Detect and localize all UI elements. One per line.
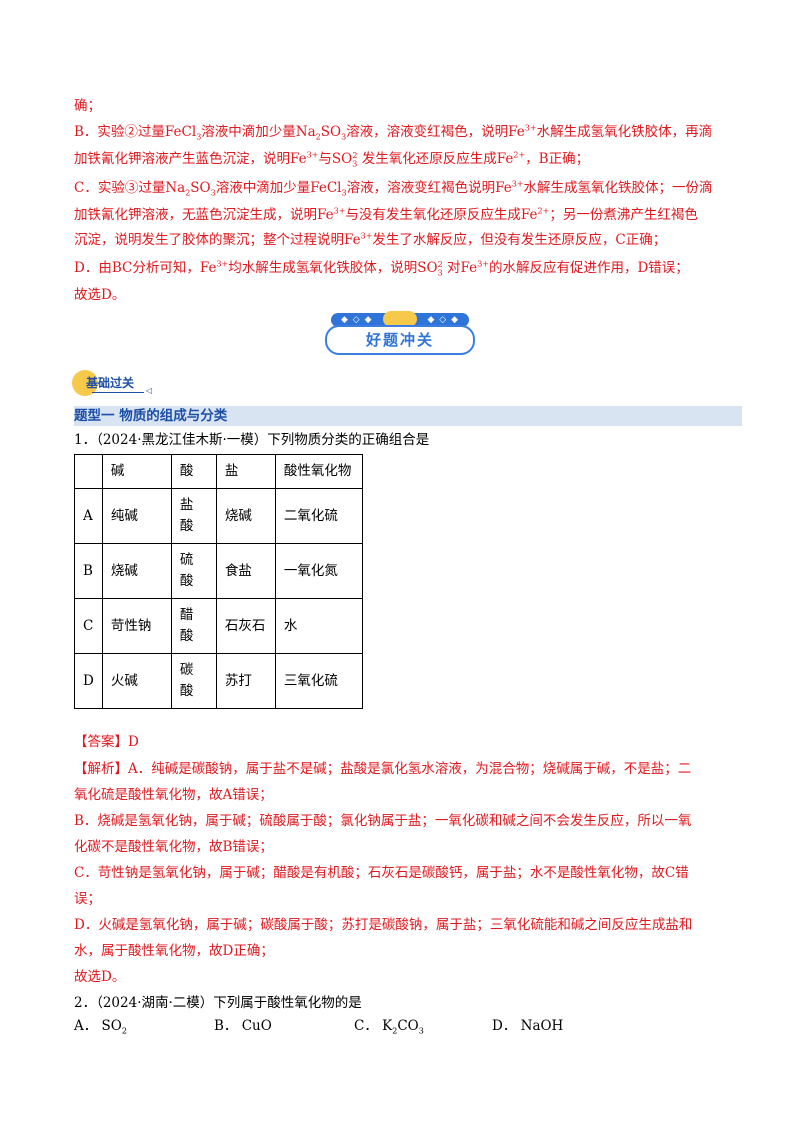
table-cell: 食盐 (215, 543, 276, 599)
q1-analysis-a-line2: 氧化硫是酸性氧化物，故A错误； (74, 787, 273, 803)
table-cell: 烧碱 (101, 543, 172, 599)
sub-badge-arrow-icon: ◁ (146, 386, 153, 395)
table-cell: 一氧化氮 (274, 543, 363, 599)
table-row: C 苛性钠 醋 酸 石灰石 水 (74, 598, 363, 654)
q1-analysis-conclusion: 故选D。 (74, 969, 126, 985)
analysis-option-b-line1: B．实验②过量FeCl3溶液中滴加少量Na2SO3溶液，溶液变红褐色，说明Fe3… (74, 123, 713, 142)
table-cell: 酸性氧化物 (274, 454, 363, 489)
question-type-header: 题型一 物质的组成与分类 (74, 406, 742, 426)
q2-option-c[interactable]: C． K2CO3 (354, 1018, 424, 1036)
q2-option-d[interactable]: D． NaOH (492, 1018, 564, 1034)
table-header-row: 碱 酸 盐 酸性氧化物 (74, 454, 363, 489)
sub-badge-underline (92, 392, 144, 393)
analysis-label: 【解析】 (74, 761, 128, 777)
table-cell: 火碱 (101, 653, 172, 709)
table-cell: B (74, 543, 103, 599)
q1-answer: 【答案】D (74, 734, 139, 750)
badge-sun-icon (383, 311, 417, 327)
section-badge: ◆ ◇ ◆ ◆ ◇ ◆ 好题冲关 (325, 311, 475, 355)
q1-options-table: 碱 酸 盐 酸性氧化物 A 纯碱 盐 酸 烧碱 二氧化硫 B 烧碱 硫 酸 食盐… (74, 454, 363, 709)
analysis-option-d-line1: D．由BC分析可知，Fe3+均水解生成氢氧化铁胶体，说明SO32 对Fe3+的水… (74, 259, 689, 278)
table-cell: 苛性钠 (101, 598, 172, 654)
table-cell: 苏打 (215, 653, 276, 709)
q1-analysis-b-line2: 化碳不是酸性氧化物，故B错误； (74, 839, 273, 855)
section-badge-label: 好题冲关 (325, 325, 475, 355)
table-cell: 酸 (170, 454, 217, 489)
table-cell: 纯碱 (101, 488, 172, 544)
table-cell: A (74, 488, 103, 544)
table-cell: 石灰石 (215, 598, 276, 654)
table-cell: 三氧化硫 (274, 653, 363, 709)
q2-stem: 2．（2024·湖南·二模）下列属于酸性氧化物的是 (74, 995, 362, 1011)
table-cell (74, 454, 103, 489)
table-cell: 醋 酸 (170, 598, 217, 654)
table-cell: D (74, 653, 103, 709)
analysis-option-c-line3: 沉淀，说明发生了胶体的聚沉；整个过程说明Fe3+发生了水解反应，但没有发生还原反… (74, 231, 667, 248)
table-cell: 水 (274, 598, 363, 654)
table-cell: 硫 酸 (170, 543, 217, 599)
analysis-conclusion: 故选D。 (74, 287, 126, 303)
sub-badge-label: 基础过关 (86, 376, 135, 390)
q1-analysis-c-line2: 误； (74, 891, 101, 907)
analysis-option-c-line2: 加铁氰化钾溶液，无蓝色沉淀生成，说明Fe3+与没有发生氧化还原反应生成Fe2+；… (74, 206, 698, 223)
table-row: D 火碱 碳 酸 苏打 三氧化硫 (74, 653, 363, 709)
sub-section-badge: 基础过关 ◁ (72, 370, 162, 398)
table-cell: C (74, 598, 103, 654)
q1-analysis-b-line1: B．烧碱是氢氧化钠，属于碱；硫酸属于酸；氯化钠属于盐；一氧化碳和碱之间不会发生反… (74, 813, 692, 829)
sub-badge-sun-icon (72, 370, 98, 396)
q2-option-a[interactable]: A． SO2 (74, 1018, 127, 1036)
ornament-left-icon: ◆ ◇ ◆ (341, 315, 373, 325)
table-cell: 二氧化硫 (274, 488, 363, 544)
table-cell: 碳 酸 (170, 653, 217, 709)
analysis-option-b-line2: 加铁氰化钾溶液产生蓝色沉淀，说明Fe3+与SO32 发生氧化还原反应生成Fe2+… (74, 150, 590, 169)
analysis-line: 确； (74, 98, 101, 114)
q1-analysis-d-line1: D．火碱是氢氧化钠，属于碱；碳酸属于酸；苏打是碳酸钠，属于盐；三氧化硫能和碱之间… (74, 917, 693, 933)
q1-analysis-d-line2: 水，属于酸性氧化物，故D正确； (74, 943, 274, 959)
table-row: B 烧碱 硫 酸 食盐 一氧化氮 (74, 543, 363, 599)
table-cell: 碱 (101, 454, 172, 489)
analysis-option-c-line1: C．实验③过量Na2SO3溶液中滴加少量FeCl3溶液，溶液变红褐色说明Fe3+… (74, 179, 713, 198)
table-row: A 纯碱 盐 酸 烧碱 二氧化硫 (74, 488, 363, 544)
table-cell: 盐 酸 (170, 488, 217, 544)
q1-analysis-a-line1: 【解析】A．纯碱是碳酸钠，属于盐不是碱；盐酸是氯化氢水溶液，为混合物；烧碱属于碱… (74, 761, 692, 777)
q1-stem: 1．（2024·黑龙江佳木斯·一模）下列物质分类的正确组合是 (74, 432, 430, 448)
ornament-right-icon: ◆ ◇ ◆ (427, 315, 459, 325)
q1-analysis-c-line1: C．苛性钠是氢氧化钠，属于碱；醋酸是有机酸；石灰石是碳酸钙，属于盐；水不是酸性氧… (74, 865, 689, 881)
q2-option-b[interactable]: B． CuO (214, 1018, 272, 1034)
table-cell: 盐 (215, 454, 276, 489)
table-cell: 烧碱 (215, 488, 276, 544)
